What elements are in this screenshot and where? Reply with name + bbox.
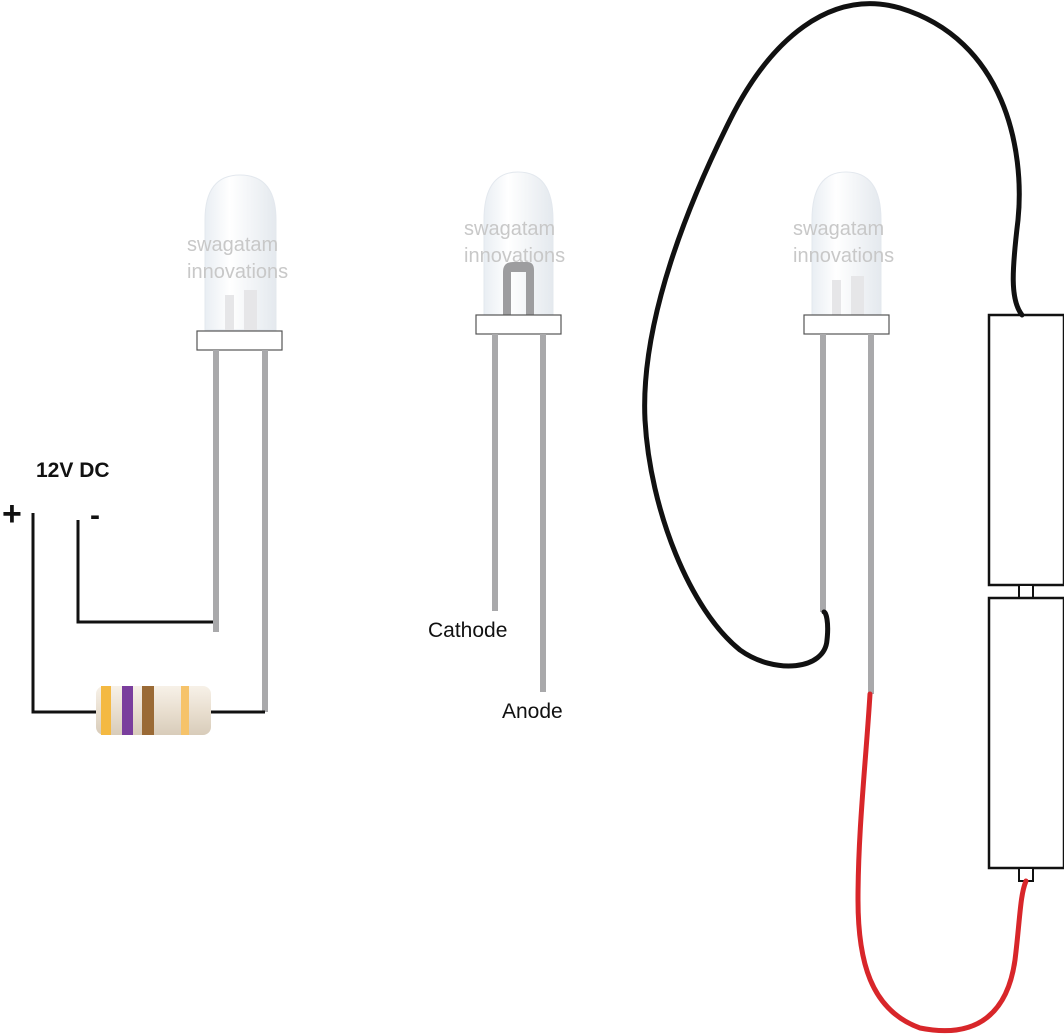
watermark-line-2: innovations (464, 245, 565, 267)
led-middle-dome (483, 171, 554, 316)
led-left-internal-post-a (225, 295, 234, 331)
watermark-line-1: swagatam (464, 218, 555, 240)
led-right-internal-post-a (832, 280, 841, 315)
resistor-band-1 (101, 686, 111, 735)
minus-sign: - (90, 499, 100, 532)
led-right-dome (811, 171, 882, 316)
led-middle (475, 171, 562, 692)
cathode-label: Cathode (428, 619, 507, 642)
watermark-line-2: innovations (187, 261, 288, 283)
battery-cell-top (987, 313, 1064, 587)
watermark-line-1: swagatam (793, 218, 884, 240)
resistor (96, 686, 211, 735)
battery-cell-bottom (987, 596, 1064, 870)
resistor-band-4 (181, 686, 189, 735)
led-middle-flange (475, 314, 562, 335)
positive-wire (31, 513, 100, 714)
led-left-dome (204, 174, 277, 331)
anode-label: Anode (502, 700, 563, 723)
supply-label: 12V DC (36, 459, 110, 482)
resistor-band-3 (142, 686, 154, 735)
led-left-internal-post-b (244, 290, 257, 331)
led-right-flange (803, 314, 890, 335)
led-right-internal-post-b (851, 276, 864, 315)
watermark-line-1: swagatam (187, 234, 278, 256)
led-middle-anvil (503, 262, 534, 315)
plus-sign: + (2, 495, 22, 533)
negative-wire (76, 520, 213, 624)
led-right (803, 171, 890, 694)
watermark-line-2: innovations (793, 245, 894, 267)
black-wire (642, 1, 1025, 669)
led-left (196, 174, 283, 712)
resistor-band-2 (122, 686, 133, 735)
red-wire (855, 691, 1029, 1034)
battery-pack (987, 313, 1064, 882)
supply-wiring (31, 513, 265, 714)
battery-connector-middle (1018, 584, 1034, 599)
led-left-flange (196, 330, 283, 351)
